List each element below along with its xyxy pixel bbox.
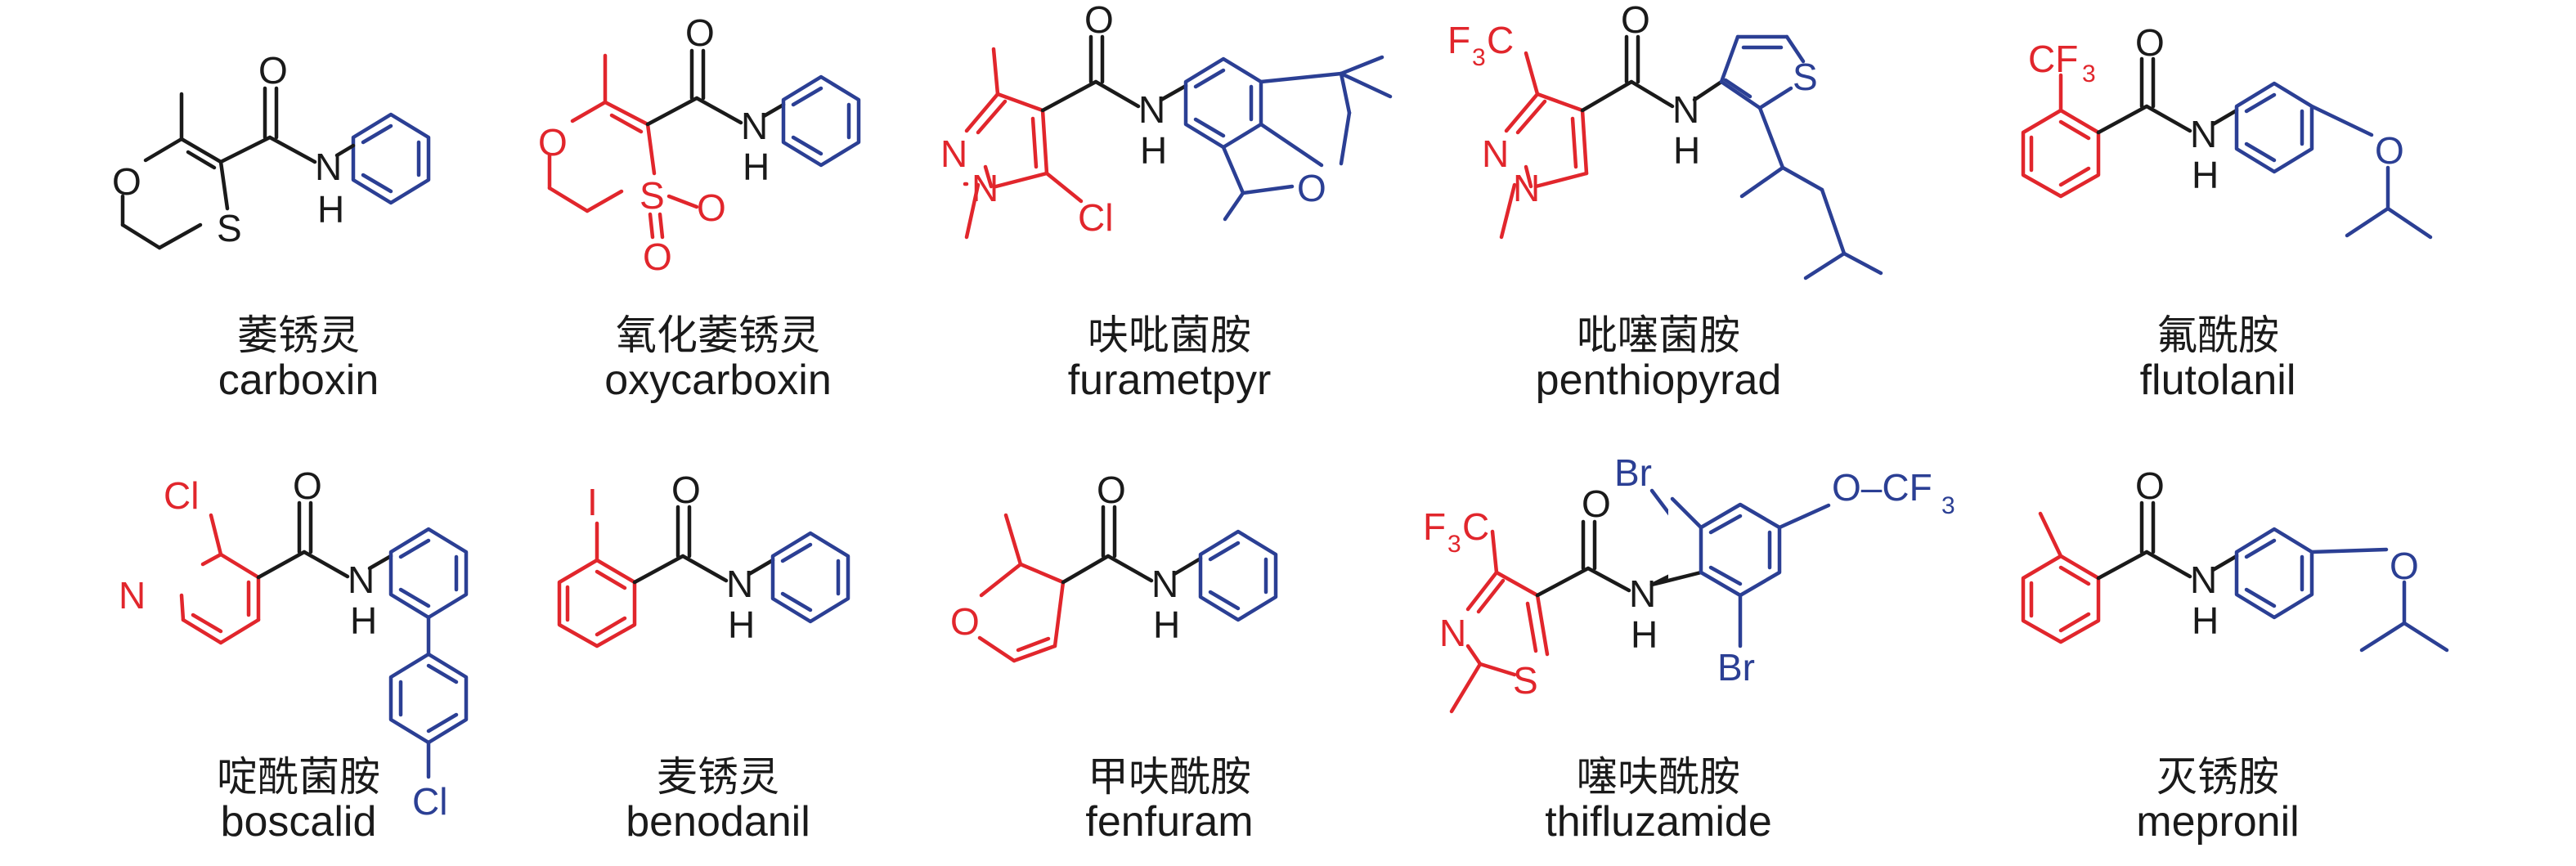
atom-N: N [315, 146, 342, 188]
compound-name-en: fenfuram [1085, 798, 1254, 846]
atom-O: O [1084, 0, 1114, 41]
compound-name-cn: 啶酰菌胺 [217, 753, 380, 801]
atom-subscript-3: 3 [1472, 44, 1486, 71]
atom-N: N [726, 563, 753, 605]
atom-H: H [728, 604, 755, 646]
atom-subscript-3: 3 [1941, 492, 1955, 519]
atom-H: H [1673, 129, 1700, 172]
compound-name-cn: 萎锈灵 [237, 312, 360, 359]
atom-O: O [1097, 469, 1126, 511]
compound-name-en: carboxin [218, 357, 379, 404]
atom-N: N [119, 574, 146, 617]
compound-name-en: thifluzamide [1545, 798, 1772, 846]
compound-name-cn: 呋吡菌胺 [1088, 312, 1251, 359]
atom-O: O [112, 160, 141, 203]
atom-O: O [643, 236, 672, 278]
atom-O: O [1582, 482, 1611, 525]
atom-N: N [2190, 559, 2217, 601]
atom-H: H [2192, 599, 2219, 642]
atom-N: N [2190, 113, 2217, 155]
compound-name-en: mepronil [2136, 798, 2300, 846]
atom-F: F [1423, 505, 1446, 548]
atom-N: N [741, 105, 768, 147]
atom-N: N [1138, 88, 1165, 131]
atom-F: F [1447, 19, 1470, 61]
atom-N: N [940, 132, 967, 175]
atom-Br: Br [1717, 646, 1755, 689]
compound-name-en: flutolanil [2139, 357, 2296, 404]
atom-O: O [1297, 167, 1326, 209]
atom-H: H [350, 599, 377, 642]
atom-Cl: Cl [164, 474, 199, 517]
atom-N: N [1672, 88, 1699, 131]
atom-subscript-3: 3 [2082, 61, 2096, 87]
atom-subscript-3: 3 [1447, 531, 1461, 558]
compound-name-cn: 噻呋酰胺 [1577, 753, 1740, 801]
atom-N: N [1439, 612, 1466, 654]
atom-O: O [671, 469, 701, 511]
atom-S: S [1513, 659, 1538, 702]
atom-O: O [685, 11, 715, 54]
atom-N: N [1482, 132, 1509, 175]
compound-name-cn: 氟酰胺 [2156, 312, 2279, 359]
atom-O: O [293, 464, 322, 507]
atom-O: O [1621, 0, 1650, 41]
atom-N: N [972, 167, 999, 209]
atom-O: O [2135, 21, 2165, 64]
atom-H: H [2192, 154, 2219, 196]
atom-O: O [258, 49, 288, 92]
compound-name-cn: 吡噻菌胺 [1577, 312, 1740, 359]
compound-name-cn: 氧化萎锈灵 [616, 312, 820, 359]
compound-name-cn: 灭锈胺 [2156, 753, 2279, 801]
compound-name-en: penthiopyrad [1535, 357, 1782, 404]
atom-H: H [743, 146, 770, 188]
atom-C: C [1462, 505, 1489, 548]
atom-S: S [1793, 56, 1818, 98]
compound-name-cn: 麦锈灵 [657, 753, 779, 801]
atom-O: O [2375, 129, 2404, 172]
compound-name-en: boscalid [220, 798, 377, 846]
atom-O: O [2390, 545, 2419, 587]
atom-N: N [1513, 167, 1540, 209]
compound-name-cn: 甲呋酰胺 [1088, 753, 1251, 801]
compound-name-en: furametpyr [1067, 357, 1272, 404]
atom-CF: CF [2028, 38, 2078, 80]
atom-O: O [538, 121, 568, 164]
atom-H: H [1631, 613, 1658, 656]
atom-S: S [640, 174, 665, 217]
atom-H: H [1140, 129, 1167, 172]
atom-O: O [2135, 464, 2165, 507]
atom-N: N [1629, 572, 1656, 615]
compound-name-en: oxycarboxin [604, 357, 832, 404]
atom-Br: Br [1614, 451, 1652, 494]
atom-Cl: Cl [412, 780, 447, 823]
atom-O: O [697, 186, 726, 229]
atom-Cl: Cl [1078, 196, 1113, 239]
atom-N: N [348, 559, 375, 601]
atom-I: I [587, 481, 598, 523]
atom-N: N [1151, 563, 1178, 605]
compound-name-en: benodanil [626, 798, 810, 846]
atom-OCF: O–CF [1832, 466, 1932, 509]
atom-S: S [217, 207, 242, 249]
atom-H: H [317, 188, 344, 231]
atom-O: O [950, 600, 980, 643]
atom-H: H [1153, 604, 1180, 646]
atom-C: C [1487, 19, 1514, 61]
